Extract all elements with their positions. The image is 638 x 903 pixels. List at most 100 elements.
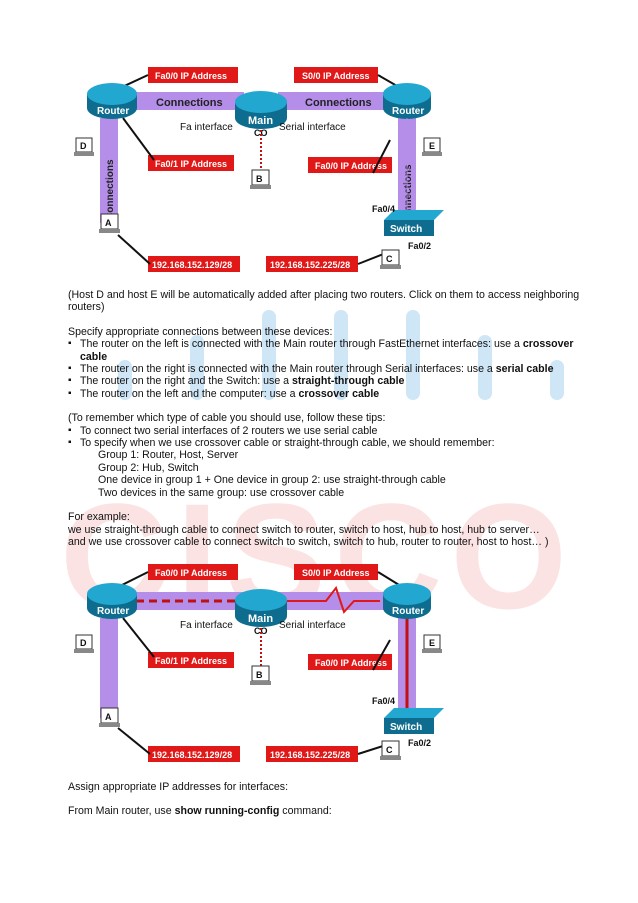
example-crossover: and we use crossover cable to connect sw… [68, 535, 549, 548]
serial-interface-label: Serial interface [279, 122, 346, 133]
router-left-icon: Router [87, 583, 137, 619]
fa04-label: Fa0/4 [372, 204, 395, 214]
router-left-label: Router [97, 106, 129, 117]
list-item: The router on the right and the Switch: … [68, 375, 588, 388]
host-e-icon: E [422, 137, 442, 156]
co-label: CO [254, 128, 268, 138]
ip-left-label: 192.168.152.129/28 [152, 260, 232, 270]
connection-bar-right [278, 92, 408, 110]
router-right-icon: Router [383, 83, 431, 119]
connections-label-vertical-right: Connections [403, 164, 414, 225]
label-box [294, 564, 378, 580]
host-d-icon: D [74, 634, 94, 653]
fa-interface-label: Fa interface [180, 620, 233, 631]
list-item-bold: crossover cable [298, 387, 380, 400]
ip-right-label: 192.168.152.225/28 [270, 260, 350, 270]
host-e-label: E [429, 141, 435, 151]
fa01-ip-label: Fa0/1 IP Address [155, 656, 227, 666]
switch-icon: Switch [384, 708, 444, 734]
fa02-label: Fa0/2 [408, 738, 431, 748]
network-diagram-bottom: Fa0/0 IP Address S0/0 IP Address Fa0/1 I… [74, 564, 444, 762]
example-straight: we use straight-through cable to connect… [68, 523, 540, 536]
serial-cable [286, 585, 380, 614]
host-e-icon: E [422, 634, 442, 653]
router-main-icon: Main [235, 91, 287, 129]
connection-bar-left [104, 92, 244, 110]
assign-paragraph: Assign appropriate IP addresses for inte… [68, 781, 289, 793]
connection-bar-vertical-left [100, 118, 118, 223]
co-label: CO [254, 626, 268, 636]
connection-bar-vertical-left [100, 618, 118, 718]
router-right-label: Router [392, 106, 424, 117]
list-item-text: The router on the right is connected wit… [80, 363, 496, 376]
switch-label: Switch [390, 224, 422, 235]
label-box [308, 654, 392, 670]
host-a-icon: A [99, 213, 120, 233]
fa01-ip-label: Fa0/1 IP Address [155, 159, 227, 169]
list-item-bold: straight-through cable [292, 375, 405, 388]
list-item-text: The router on the left is connected with… [80, 338, 523, 351]
group-2: Group 2: Hub, Switch [98, 461, 199, 474]
fa00b-ip-label: Fa0/0 IP Address [315, 161, 387, 171]
show-run-prefix: From Main router, use [68, 805, 175, 818]
label-box [148, 652, 234, 668]
host-a-icon: A [99, 707, 120, 727]
fa00b-ip-label: Fa0/0 IP Address [315, 658, 387, 668]
label-box [148, 746, 240, 762]
host-a-label: A [105, 712, 112, 722]
show-run-command: show running-config [174, 805, 280, 818]
switch-icon: Switch [384, 210, 444, 236]
list-item: To specify when we use crossover cable o… [68, 437, 588, 450]
network-diagram-top: Connections Connections Connections Conn… [74, 67, 444, 272]
label-box [294, 67, 378, 83]
fa02-label: Fa0/2 [408, 241, 431, 251]
list-item: The router on the right is connected wit… [68, 363, 588, 376]
connections-list: The router on the left is connected with… [68, 338, 588, 400]
switch-label: Switch [390, 722, 422, 733]
group-1: Group 1: Router, Host, Server [98, 449, 239, 462]
router-right-label: Router [392, 606, 424, 617]
list-item: The router on the left is connected with… [68, 338, 588, 363]
ip-right-label: 192.168.152.225/28 [270, 750, 350, 760]
fa00-ip-label: Fa0/0 IP Address [155, 71, 227, 81]
fa04-label: Fa0/4 [372, 696, 395, 706]
host-b-icon: B [250, 665, 271, 685]
label-box [308, 157, 392, 173]
host-d-label: D [80, 638, 87, 648]
label-box [266, 746, 358, 762]
label-box [148, 67, 238, 83]
fa-interface-label: Fa interface [180, 122, 233, 133]
router-right-icon: Router [383, 583, 431, 619]
host-c-label: C [386, 254, 393, 264]
host-e-label: E [429, 638, 435, 648]
group-rule-2: Two devices in the same group: use cross… [98, 486, 345, 499]
host-a-label: A [105, 218, 112, 228]
serial-interface-label: Serial interface [279, 620, 346, 631]
label-box [266, 256, 358, 272]
label-box [148, 564, 238, 580]
host-d-label: D [80, 141, 87, 151]
paragraph-connections: Specify appropriate connections between … [68, 325, 333, 338]
host-d-icon: D [74, 137, 94, 156]
s00-ip-label: S0/0 IP Address [302, 568, 370, 578]
s00-ip-label: S0/0 IP Address [302, 71, 370, 81]
host-c-icon: C [380, 740, 401, 760]
router-main-label: Main [248, 115, 273, 127]
label-box [148, 256, 240, 272]
host-b-label: B [256, 174, 263, 184]
host-c-icon: C [380, 249, 401, 269]
connections-label-vertical-left: Connections [105, 159, 116, 220]
connection-bar-right [278, 592, 408, 610]
list-item-text: The router on the left and the computer:… [80, 387, 299, 400]
show-run-paragraph: From Main router, use show running-confi… [68, 805, 588, 817]
show-run-suffix: command: [279, 805, 332, 818]
connections-label-left: Connections [156, 97, 223, 109]
fa00-ip-label: Fa0/0 IP Address [155, 568, 227, 578]
router-main-icon: Main [235, 589, 287, 627]
tips-list: To connect two serial interfaces of 2 ro… [68, 425, 588, 450]
ip-assignment-text: Assign appropriate IP addresses for inte… [68, 781, 588, 818]
label-box [148, 155, 234, 171]
router-main-label: Main [248, 613, 273, 625]
group-rule-1: One device in group 1 + One device in gr… [98, 474, 446, 487]
paragraph-hosts: (Host D and host E will be automatically… [68, 289, 580, 314]
